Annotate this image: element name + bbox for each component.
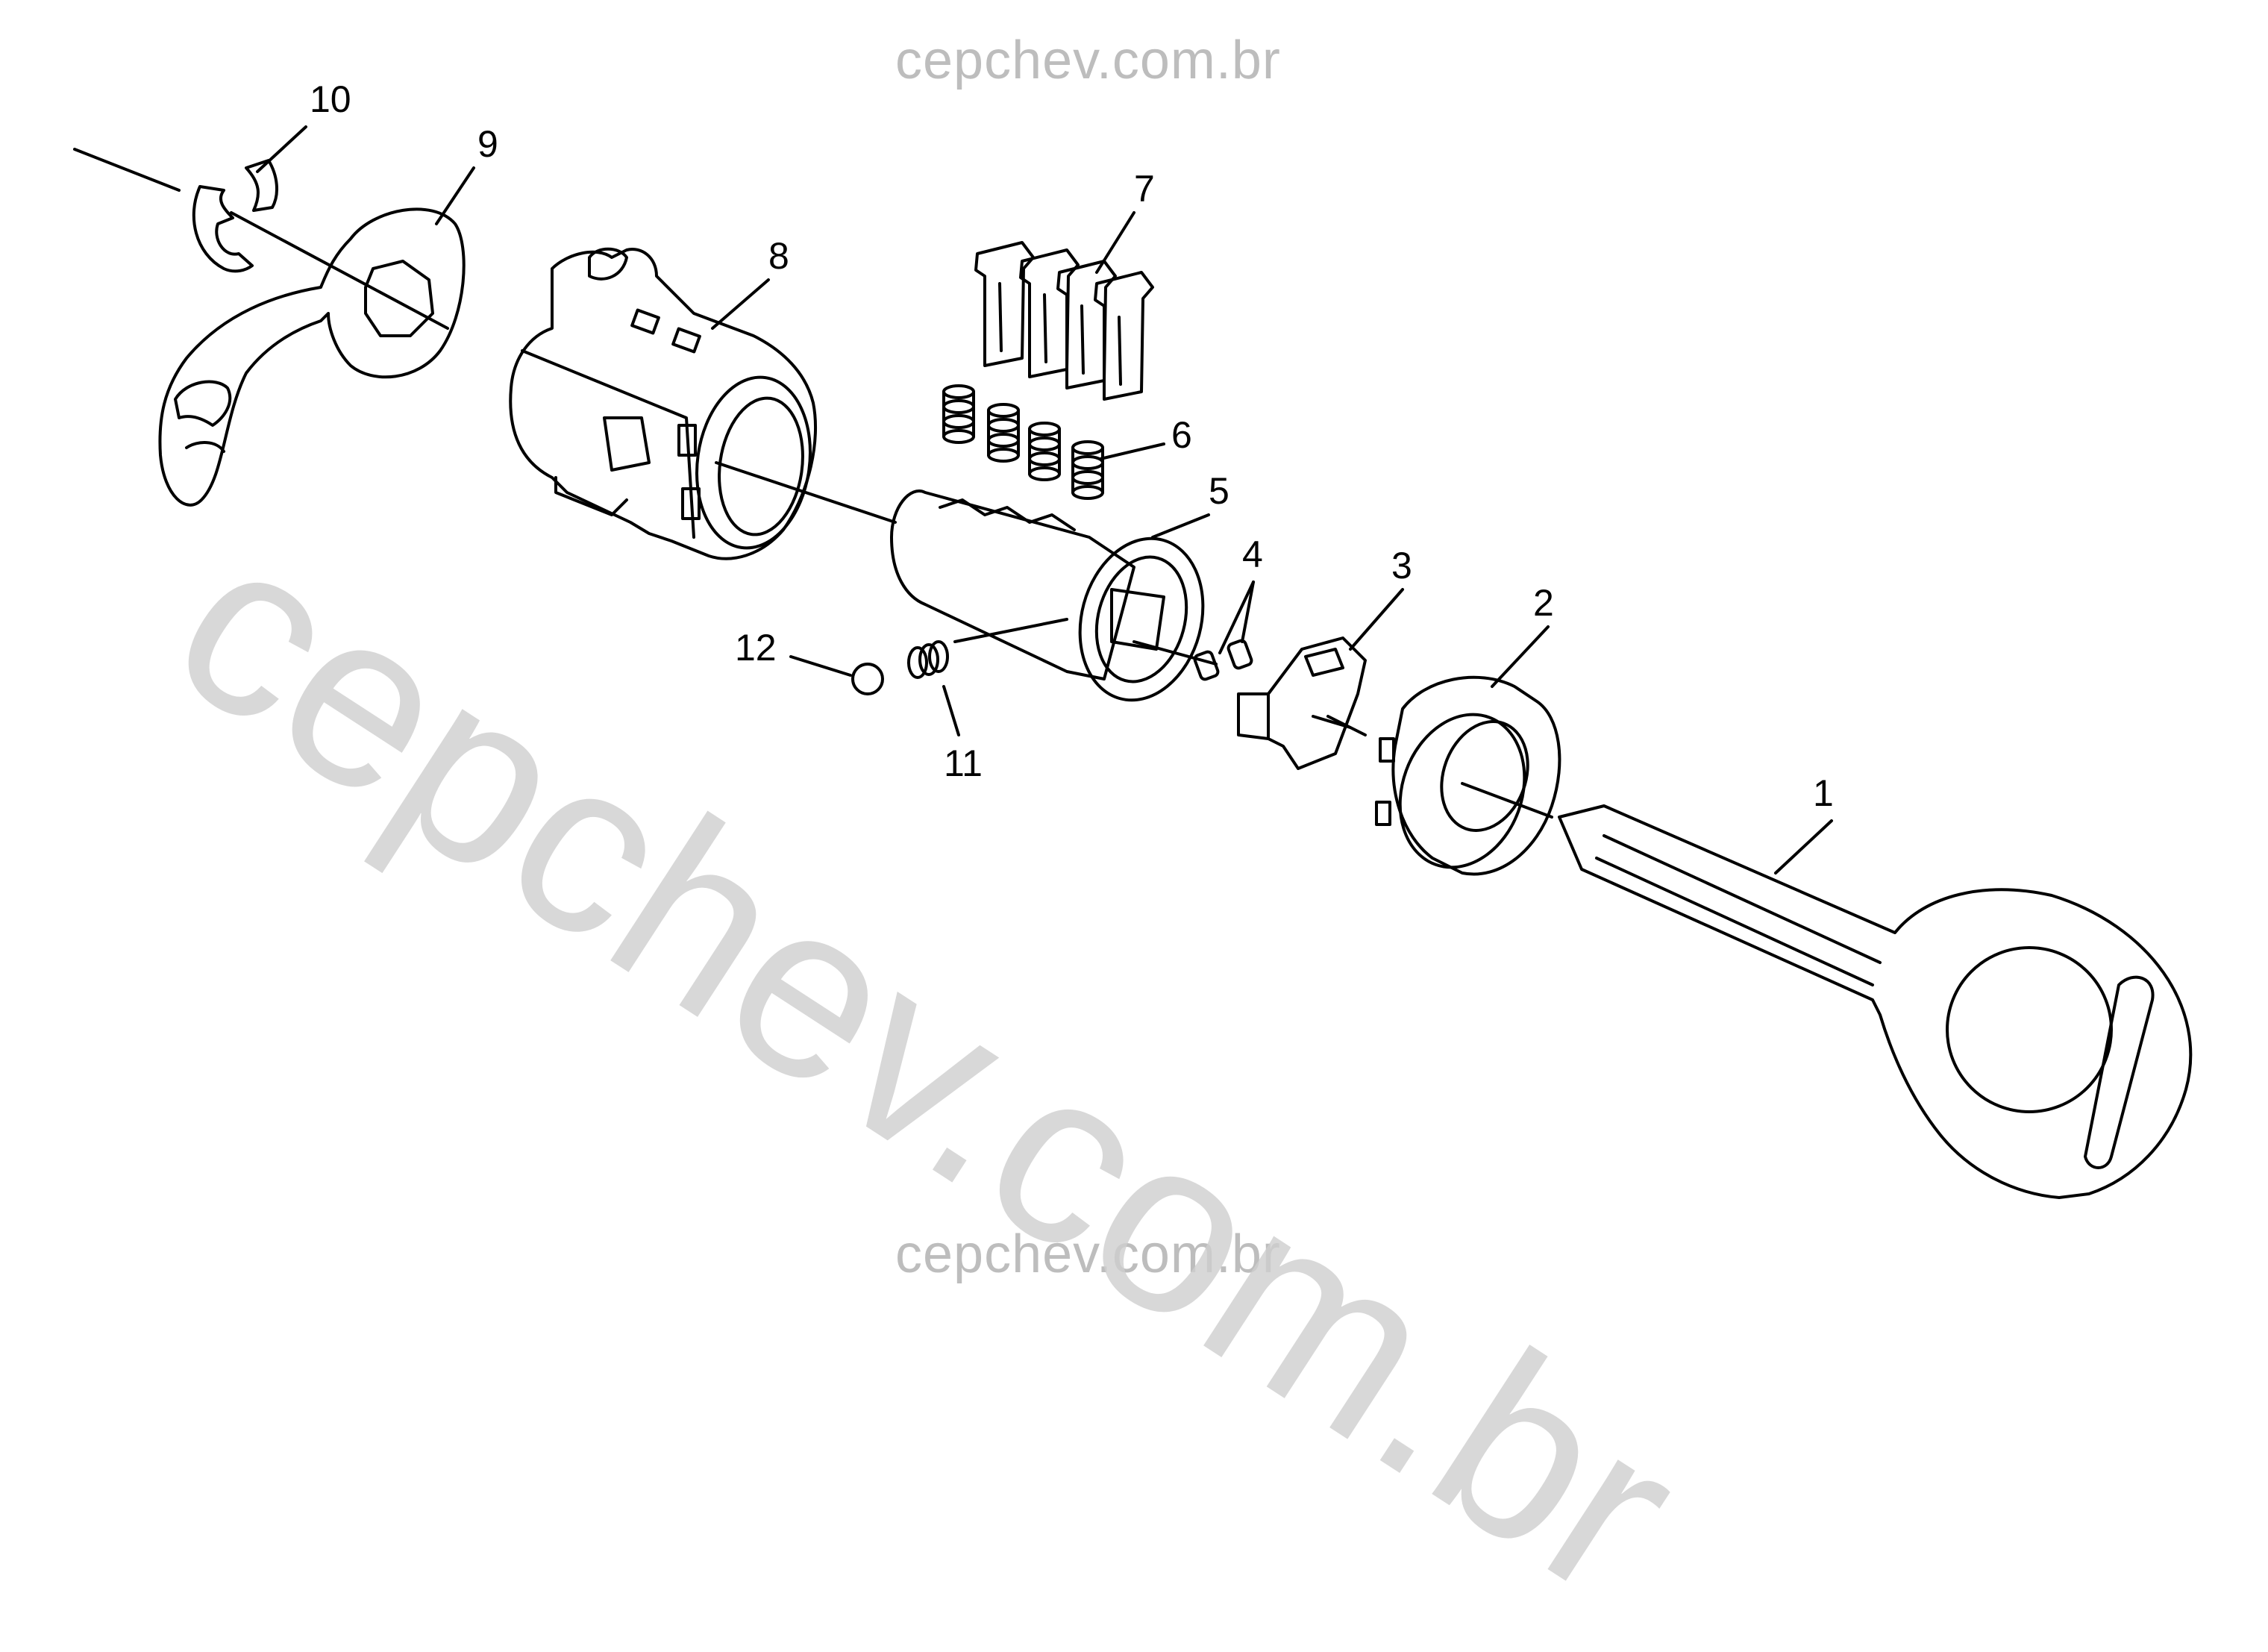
callout-2: 2 xyxy=(1533,582,1554,624)
part-9-cam-lever xyxy=(158,207,466,507)
axis-line-3 xyxy=(953,618,1068,643)
callout-10: 10 xyxy=(310,78,351,120)
part-11-detent-spring xyxy=(907,640,949,679)
leader-7 xyxy=(1095,211,1135,274)
leader-9 xyxy=(435,166,475,225)
watermark-bottom: cepchev.com.br xyxy=(895,1224,1281,1284)
leader-1 xyxy=(1774,819,1833,875)
part-4-pins xyxy=(1193,639,1253,681)
callout-4: 4 xyxy=(1242,534,1263,575)
leader-5 xyxy=(1151,513,1210,539)
callout-labels: 1 2 3 4 5 6 7 8 9 10 11 12 xyxy=(310,78,1834,814)
leader-10 xyxy=(256,125,307,173)
part-2-bezel-ring xyxy=(1375,675,1561,876)
axis-line-6 xyxy=(1461,782,1553,819)
leader-4a xyxy=(1218,581,1255,654)
exploded-lock-diagram: 1 2 3 4 5 6 7 8 9 10 11 12 xyxy=(73,78,2193,1199)
leader-12 xyxy=(789,655,852,677)
axis-line-left xyxy=(73,148,181,192)
part-7-tumbler-wafers xyxy=(974,241,1154,401)
callout-3: 3 xyxy=(1391,545,1412,586)
diagram-canvas: cepchev.com.br cepchev.com.br xyxy=(73,31,2193,1648)
callout-12: 12 xyxy=(735,627,777,669)
part-6-springs xyxy=(942,384,1104,500)
leader-11 xyxy=(942,685,960,736)
leader-4b xyxy=(1241,581,1255,643)
axis-line-1 xyxy=(230,211,449,330)
part-1-key xyxy=(1558,804,2193,1199)
watermark-top: cepchev.com.br xyxy=(895,31,1281,90)
leader-8 xyxy=(711,278,770,330)
leader-3 xyxy=(1349,588,1404,651)
leader-6 xyxy=(1099,442,1165,460)
part-10-e-clip xyxy=(192,159,278,273)
leader-2 xyxy=(1491,625,1550,688)
part-3-shutter xyxy=(1237,636,1367,770)
part-12-ball xyxy=(851,663,884,695)
callout-6: 6 xyxy=(1171,414,1192,456)
leader-lines xyxy=(256,125,1833,875)
part-5-lock-cylinder xyxy=(890,489,1205,702)
callout-9: 9 xyxy=(477,123,498,165)
callout-8: 8 xyxy=(768,235,789,277)
callout-11: 11 xyxy=(944,742,983,784)
callout-5: 5 xyxy=(1209,470,1229,512)
callout-1: 1 xyxy=(1813,772,1834,814)
callout-7: 7 xyxy=(1134,168,1155,210)
axis-line-2 xyxy=(715,461,897,524)
part-8-lock-housing xyxy=(509,247,818,560)
